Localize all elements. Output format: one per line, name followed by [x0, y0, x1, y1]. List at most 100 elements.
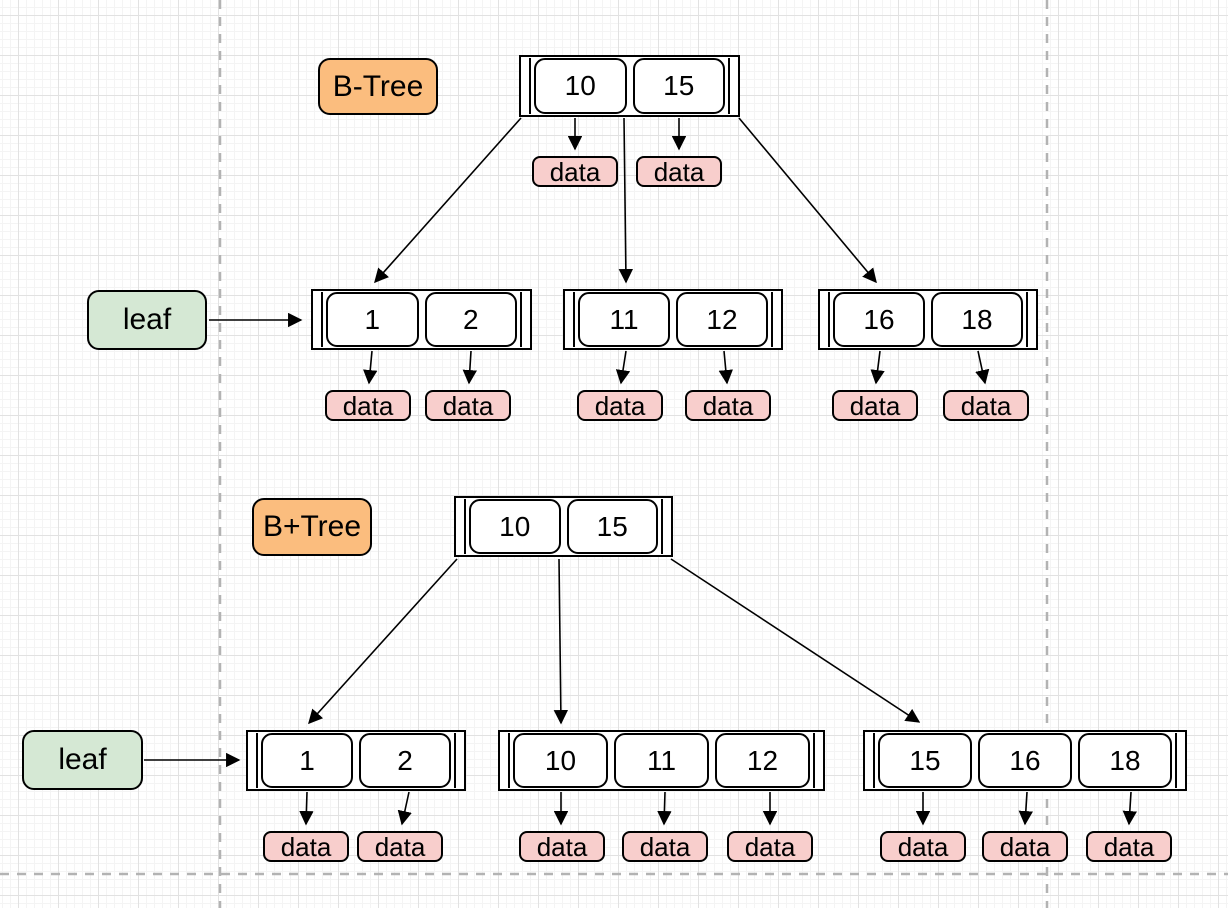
pointer-slot: [520, 292, 530, 347]
pointer-slot: [565, 292, 575, 347]
pointer-slot: [454, 733, 464, 788]
bplus-title-label[interactable]: B+Tree: [252, 498, 372, 556]
key-cell[interactable]: 12: [715, 733, 810, 788]
key-text: 1: [299, 744, 315, 776]
key-cell[interactable]: 11: [578, 292, 670, 347]
key-cell[interactable]: 18: [1078, 733, 1172, 788]
data-text: data: [702, 390, 754, 421]
bplus-leaf3-node[interactable]: 15 16 18: [863, 730, 1187, 791]
pointer-slot: [1026, 292, 1036, 347]
key-cell[interactable]: 12: [676, 292, 768, 347]
key-cell[interactable]: 11: [614, 733, 709, 788]
pointer-slot: [728, 58, 738, 114]
data-box[interactable]: data: [943, 390, 1029, 421]
bplus-leaf2-node[interactable]: 10 11 12: [498, 730, 825, 791]
btree-leaf1-key1-data-arrow: [363, 350, 378, 385]
btree-root-child2-arrow: [618, 117, 634, 284]
data-box[interactable]: data: [577, 390, 663, 421]
btree-root-child3-arrow: [738, 117, 877, 284]
key-cell[interactable]: 15: [566, 499, 658, 554]
data-box[interactable]: data: [982, 831, 1068, 862]
key-cell[interactable]: 16: [978, 733, 1072, 788]
key-cell[interactable]: 2: [359, 733, 451, 788]
data-box[interactable]: data: [325, 390, 411, 421]
data-text: data: [999, 831, 1051, 862]
bplus-title-text: B+Tree: [262, 510, 362, 543]
pointer-slot: [771, 292, 781, 347]
key-text: 10: [564, 70, 596, 101]
btree-leaf-label[interactable]: leaf: [87, 290, 207, 350]
pointer-slot: [313, 292, 323, 347]
pointer-slot: [661, 499, 671, 554]
pointer-slot: [248, 733, 258, 788]
bplus-leaf3-key18-data-arrow: [1122, 791, 1137, 826]
bplus-root-node[interactable]: 10 15: [454, 496, 673, 557]
data-box[interactable]: data: [727, 831, 813, 862]
key-text: 2: [397, 744, 413, 776]
data-text: data: [280, 831, 332, 862]
data-box[interactable]: data: [685, 390, 771, 421]
btree-title-text: B-Tree: [332, 69, 424, 103]
pointer-slot: [521, 58, 531, 114]
data-text: data: [374, 831, 426, 862]
data-box[interactable]: data: [832, 390, 918, 421]
arrows: [144, 117, 1137, 826]
btree-leaf3-node[interactable]: 16 18: [818, 289, 1038, 350]
key-cell[interactable]: 15: [878, 733, 972, 788]
key-cell[interactable]: 10: [534, 58, 627, 114]
key-text: 15: [663, 70, 695, 101]
key-cell[interactable]: 10: [469, 499, 561, 554]
data-text: data: [653, 156, 705, 187]
key-cell[interactable]: 2: [424, 292, 517, 347]
key-cell[interactable]: 1: [326, 292, 419, 347]
key-text: 11: [646, 744, 677, 776]
btree-leaf2-key12-data-arrow: [718, 350, 733, 385]
bplus-leaf1-node[interactable]: 1 2: [246, 730, 466, 791]
data-box[interactable]: data: [622, 831, 708, 862]
data-box[interactable]: data: [532, 156, 618, 187]
data-box[interactable]: data: [880, 831, 966, 862]
bplus-leaf-label[interactable]: leaf: [22, 730, 143, 790]
data-box[interactable]: data: [1086, 831, 1172, 862]
key-cell[interactable]: 15: [632, 58, 725, 114]
data-text: data: [1103, 831, 1155, 862]
leaf-label-text: leaf: [122, 303, 172, 336]
key-cell[interactable]: 1: [261, 733, 353, 788]
data-text: data: [536, 831, 588, 862]
data-box[interactable]: data: [636, 156, 722, 187]
btree-leaf3-key18-data-arrow: [975, 350, 990, 385]
key-cell[interactable]: 10: [513, 733, 608, 788]
btree-leaf2-node[interactable]: 11 12: [563, 289, 783, 350]
btree-title-label[interactable]: B-Tree: [318, 58, 438, 115]
bplus-leaf2-key11-data-arrow: [657, 791, 672, 826]
pointer-slot: [813, 733, 823, 788]
key-text: 10: [544, 744, 577, 776]
bplus-root-child1-arrow: [308, 558, 458, 725]
pointer-slot: [500, 733, 510, 788]
key-text: 10: [499, 510, 531, 542]
key-text: 11: [609, 303, 639, 335]
key-text: 12: [746, 744, 779, 776]
pointer-slot: [1175, 733, 1185, 788]
data-box[interactable]: data: [519, 831, 605, 862]
bplus-root-child2-arrow: [553, 558, 569, 725]
btree-leaf1-node[interactable]: 1 2: [311, 289, 532, 350]
data-box[interactable]: data: [263, 831, 349, 862]
data-text: data: [960, 390, 1012, 421]
key-cell[interactable]: 18: [931, 292, 1023, 347]
btree-root-node[interactable]: 10 15: [519, 55, 740, 117]
leaf-label-text: leaf: [58, 743, 107, 776]
data-box[interactable]: data: [357, 831, 443, 862]
btree-leaf2-key11-data-arrow: [615, 350, 631, 385]
data-text: data: [849, 390, 901, 421]
btree-leaf1-key2-data-arrow: [462, 350, 477, 385]
data-text: data: [342, 390, 394, 421]
key-text: 12: [706, 303, 738, 335]
pointer-slot: [865, 733, 875, 788]
data-box[interactable]: data: [425, 390, 511, 421]
key-cell[interactable]: 16: [833, 292, 925, 347]
key-text: 2: [462, 303, 479, 335]
bplus-root-child3-arrow: [670, 558, 921, 723]
pointer-slot: [820, 292, 830, 347]
